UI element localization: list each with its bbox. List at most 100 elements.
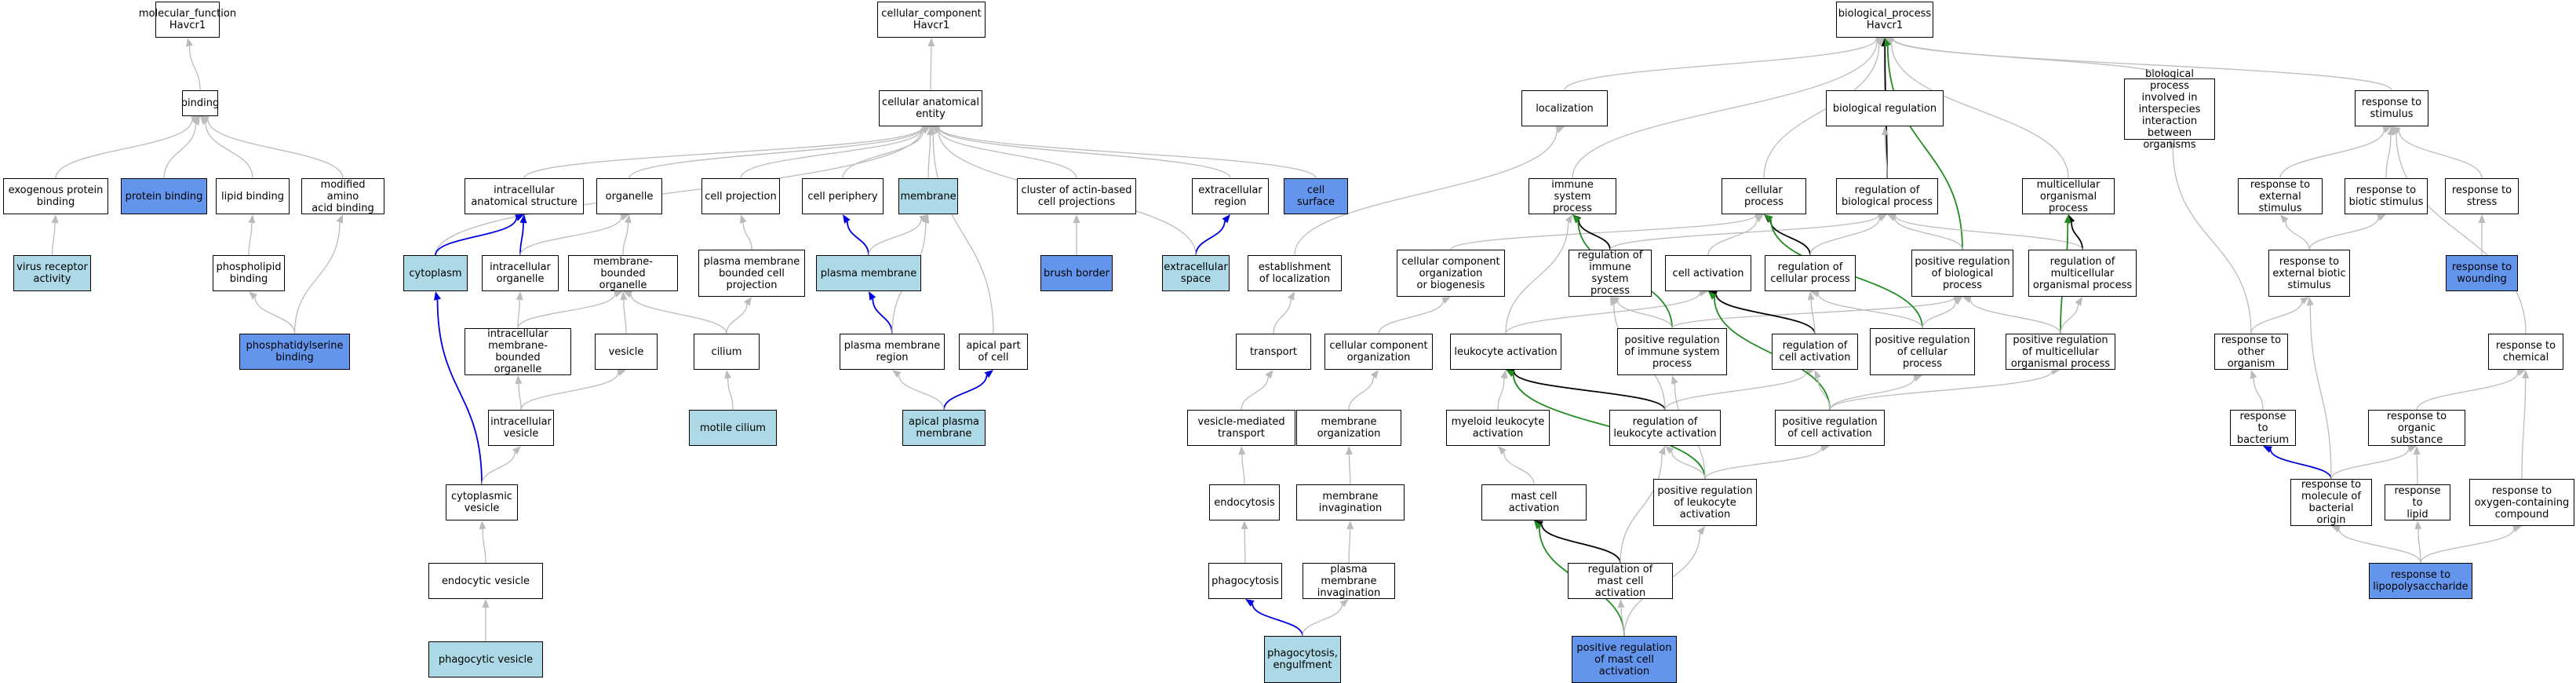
arrowhead-posregmulti-to-regmulti: [2075, 297, 2082, 306]
go-term-actin[interactable]: cluster of actin-based cell projections: [1017, 178, 1136, 214]
go-term-mf[interactable]: molecular_function Havcr1: [139, 2, 236, 38]
go-term-cilium[interactable]: cilium: [694, 334, 760, 370]
go-term-regmulti[interactable]: regulation of multicellular organismal p…: [2028, 250, 2137, 297]
go-term-ccorg[interactable]: cellular component organization: [1324, 334, 1433, 370]
go-term-apm[interactable]: apical plasma membrane: [902, 410, 986, 446]
go-term-posregmulti[interactable]: positive regulation of multicellular org…: [2006, 334, 2115, 370]
go-term-pm[interactable]: plasma membrane: [816, 255, 921, 291]
arrowhead-pserine-to-modamino: [336, 214, 344, 224]
go-term-mastact[interactable]: mast cell activation: [1481, 484, 1587, 520]
go-term-resbiotic[interactable]: response to biotic stimulus: [2345, 178, 2428, 214]
go-term-resstim[interactable]: response to stimulus: [2355, 90, 2428, 126]
go-term-leukact[interactable]: leukocyte activation: [1450, 334, 1561, 370]
go-term-transport[interactable]: transport: [1236, 334, 1311, 370]
go-term-regmast[interactable]: regulation of mast cell activation: [1568, 563, 1673, 599]
arrowhead-membound-to-organelle: [624, 214, 632, 224]
go-term-exo[interactable]: exogenous protein binding: [3, 178, 108, 214]
go-term-posregbio[interactable]: positive regulation of biological proces…: [1911, 250, 2013, 297]
go-term-resext[interactable]: response to external stimulus: [2238, 178, 2323, 214]
go-term-posregcellact[interactable]: positive regulation of cell activation: [1775, 410, 1885, 446]
edge-leukact-to-cellact: [1505, 293, 1700, 334]
go-term-immsys[interactable]: immune system process: [1528, 178, 1616, 214]
go-term-cellsurf[interactable]: cell surface: [1284, 178, 1348, 214]
go-term-cae[interactable]: cellular anatomical entity: [879, 90, 982, 126]
go-term-pmbcp[interactable]: plasma membrane bounded cell projection: [698, 250, 805, 297]
go-term-cellproj[interactable]: cell projection: [701, 178, 780, 214]
go-term-regbio[interactable]: regulation of biological process: [1836, 178, 1938, 214]
go-term-phospho[interactable]: phospholipid binding: [213, 255, 285, 291]
arrowhead-vesicle-to-membound: [620, 291, 628, 301]
go-term-multi[interactable]: multicellular organismal process: [2022, 178, 2115, 214]
go-term-resbact[interactable]: response to bacterium: [2230, 410, 2296, 446]
go-term-meminv[interactable]: membrane invagination: [1296, 484, 1405, 520]
go-term-ccob[interactable]: cellular component organization or bioge…: [1397, 250, 1505, 297]
go-term-vesmed[interactable]: vesicle-mediated transport: [1187, 410, 1295, 446]
arrowhead-pm-to-membrane: [919, 214, 928, 222]
go-term-cc[interactable]: cellular_component Havcr1: [877, 2, 986, 38]
go-term-posregcell[interactable]: positive regulation of cellular process: [1870, 328, 1975, 375]
go-term-reswound[interactable]: response to wounding: [2446, 255, 2518, 291]
go-term-brush[interactable]: brush border: [1040, 255, 1113, 291]
go-term-cellproc[interactable]: cellular process: [1722, 178, 1806, 214]
go-term-ias[interactable]: intracellular anatomical structure: [465, 178, 584, 214]
go-term-cytoplasm[interactable]: cytoplasm: [403, 255, 468, 291]
go-term-organelle[interactable]: organelle: [596, 178, 662, 214]
arrowhead-extspace-to-extreg: [1222, 214, 1230, 224]
go-term-posregmast[interactable]: positive regulation of mast cell activat…: [1572, 636, 1677, 683]
arrowhead-resbact-to-resother: [2250, 370, 2257, 379]
go-term-pserine[interactable]: phosphatidylserine binding: [239, 334, 350, 370]
go-term-regcellact[interactable]: regulation of cell activation: [1772, 334, 1858, 370]
go-term-reslipid[interactable]: response to lipid: [2385, 484, 2450, 520]
go-term-cellact[interactable]: cell activation: [1665, 255, 1751, 291]
arrowhead-reslipid-to-resorg: [2413, 446, 2421, 455]
go-term-virus[interactable]: virus receptor activity: [13, 255, 91, 291]
go-term-imbo[interactable]: intracellular membrane-bounded organelle: [465, 328, 571, 375]
go-term-pmregion[interactable]: plasma membrane region: [840, 334, 945, 370]
go-term-phagocyt[interactable]: phagocytosis: [1208, 563, 1282, 599]
go-term-extreg[interactable]: extracellular region: [1192, 178, 1269, 214]
go-term-binding[interactable]: binding: [181, 90, 219, 116]
go-term-extspace[interactable]: extracellular space: [1162, 255, 1230, 291]
go-term-reschem[interactable]: response to chemical: [2488, 334, 2563, 370]
go-term-resstress[interactable]: response to stress: [2445, 178, 2519, 214]
go-term-pminv[interactable]: plasma membrane invagination: [1303, 563, 1395, 599]
go-term-intorg[interactable]: intracellular organelle: [482, 255, 559, 291]
go-term-periph[interactable]: cell periphery: [802, 178, 884, 214]
arrowhead-imbo-to-membound: [614, 290, 623, 298]
go-term-resmolbact[interactable]: response to molecule of bacterial origin: [2290, 479, 2372, 526]
go-term-intves[interactable]: intracellular vesicle: [488, 410, 554, 446]
go-term-bp[interactable]: biological_process Havcr1: [1836, 2, 1933, 38]
go-term-memorg[interactable]: membrane organization: [1296, 410, 1401, 446]
go-term-interspec[interactable]: biological process involved in interspec…: [2124, 68, 2215, 151]
go-term-phagoves[interactable]: phagocytic vesicle: [428, 641, 543, 678]
go-term-myeloid[interactable]: myeloid leukocyte activation: [1446, 410, 1550, 446]
go-term-resoxy[interactable]: response to oxygen-containing compound: [2469, 479, 2574, 526]
go-term-reslps[interactable]: response to lipopolysaccharide: [2369, 563, 2472, 599]
go-term-membrane[interactable]: membrane: [898, 178, 958, 214]
go-term-protbind[interactable]: protein binding: [121, 178, 207, 214]
go-term-regimm[interactable]: regulation of immune system process: [1569, 250, 1652, 297]
go-term-lipidbind[interactable]: lipid binding: [216, 178, 290, 214]
go-term-posregleuk[interactable]: positive regulation of leukocyte activat…: [1653, 479, 1757, 526]
go-term-engulf[interactable]: phagocytosis, engulfment: [1264, 636, 1341, 683]
go-term-estloc[interactable]: establishment of localization: [1248, 255, 1342, 291]
go-term-biore[interactable]: biological regulation: [1826, 90, 1944, 126]
go-term-posregimm[interactable]: positive regulation of immune system pro…: [1617, 328, 1727, 375]
go-term-membound[interactable]: membrane-bounded organelle: [568, 255, 678, 291]
go-term-regleuk[interactable]: regulation of leukocyte activation: [1609, 410, 1721, 446]
go-term-endoves[interactable]: endocytic vesicle: [428, 563, 543, 599]
go-term-endocyt[interactable]: endocytosis: [1209, 484, 1280, 520]
arrowhead-resmolbact-to-resbact: [2263, 446, 2272, 453]
go-term-motile[interactable]: motile cilium: [689, 410, 777, 446]
go-term-local[interactable]: localization: [1521, 90, 1608, 126]
arrowhead-engulf-to-pminv: [1339, 599, 1349, 608]
go-term-cytoves[interactable]: cytoplasmic vesicle: [446, 484, 518, 520]
go-term-vesicle[interactable]: vesicle: [595, 334, 658, 370]
go-term-regcell[interactable]: regulation of cellular process: [1765, 255, 1856, 291]
go-term-resother[interactable]: response to other organism: [2214, 334, 2288, 370]
go-term-resorg[interactable]: response to organic substance: [2368, 410, 2465, 446]
go-term-modamino[interactable]: modified amino acid binding: [301, 178, 384, 214]
edge-regmast-to-mastact: [1540, 524, 1621, 564]
go-term-apicalpart[interactable]: apical part of cell: [959, 334, 1028, 370]
go-term-resextbio[interactable]: response to external biotic stimulus: [2268, 250, 2350, 297]
